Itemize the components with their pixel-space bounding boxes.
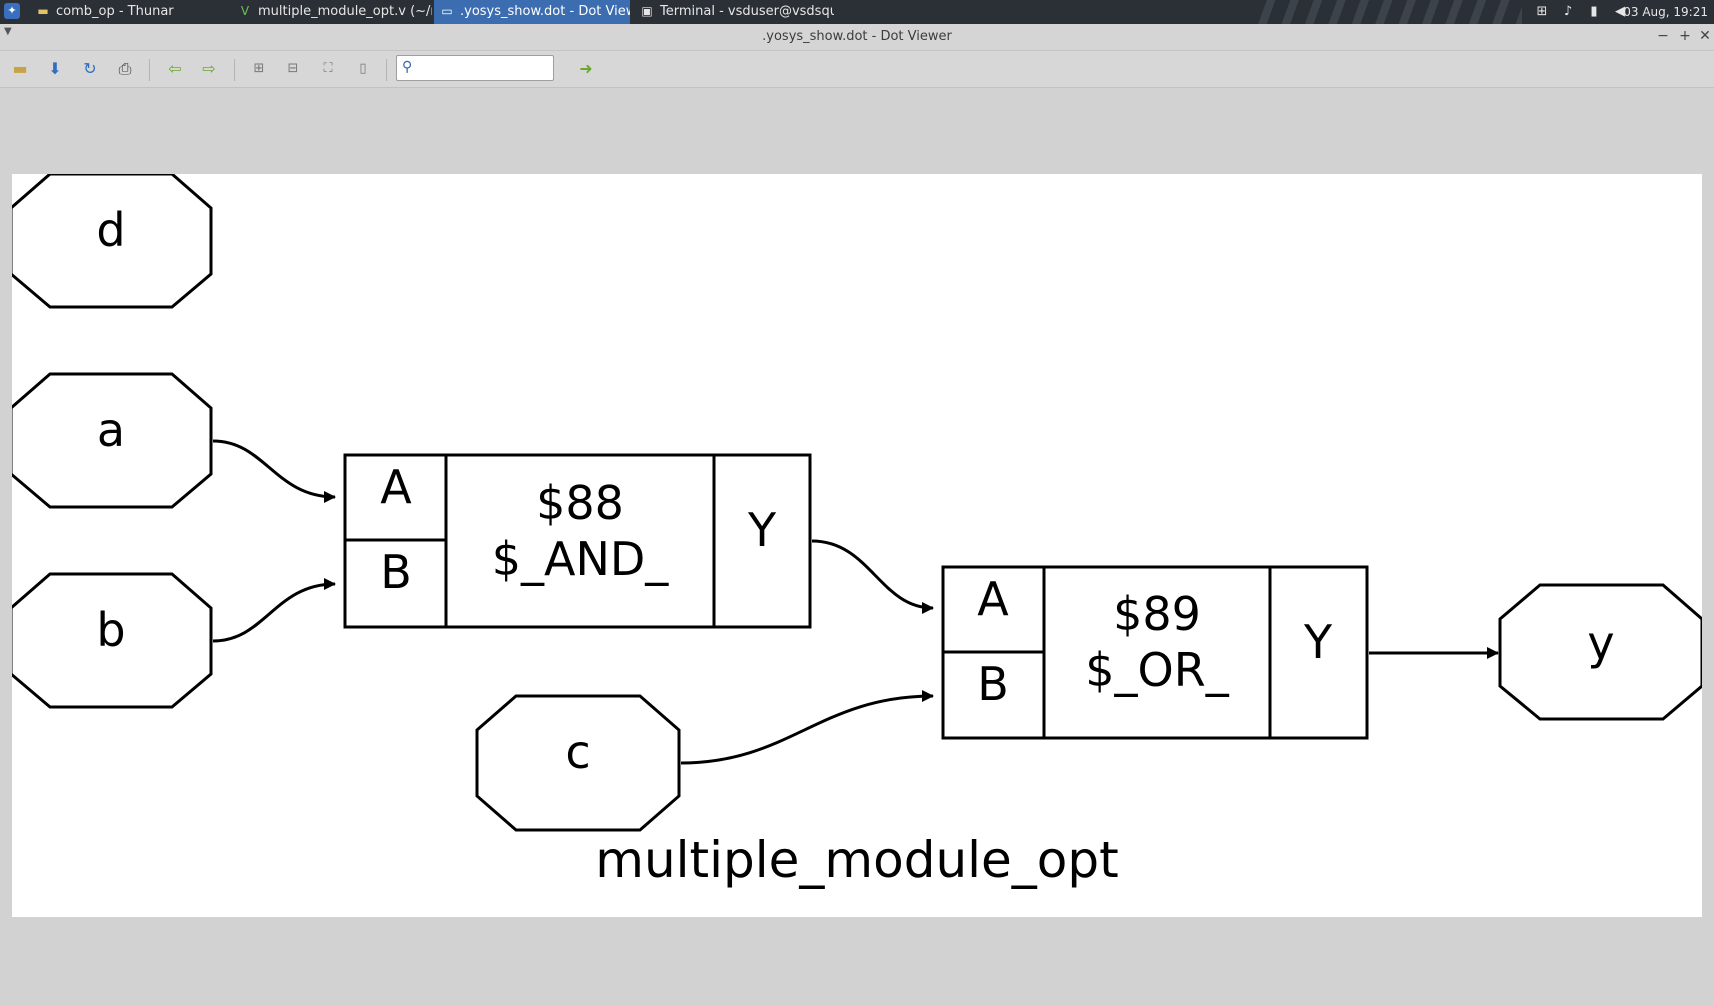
zoom-in-icon[interactable]: ⊞ (253, 61, 265, 76)
port-label-b: B (977, 657, 1009, 711)
find-next-icon[interactable]: ➜ (579, 59, 593, 78)
task-vim[interactable]: V multiple_module_opt.v (~/rtl... (232, 0, 432, 24)
task-label: comb_op - Thunar (56, 4, 174, 19)
input-node-a[interactable]: a (9, 372, 213, 509)
node-label: a (97, 403, 125, 457)
task-label: .yosys_show.dot - Dot Viewer (460, 4, 630, 19)
clock[interactable]: 03 Aug, 19:21 (1623, 5, 1708, 19)
port-label-y: Y (1303, 615, 1333, 669)
input-node-b[interactable]: b (9, 572, 213, 709)
graph-title: multiple_module_opt (595, 831, 1119, 889)
port-label-b: B (380, 545, 412, 599)
window-menu-icon[interactable]: ▼ (4, 26, 12, 37)
input-node-d[interactable]: d (9, 172, 213, 309)
output-node-y[interactable]: y (1498, 583, 1704, 721)
zoom-fit-icon[interactable]: ⛶ (323, 61, 333, 76)
edge-b-to-and-b (212, 578, 336, 643)
toolbar: ▬ ⬇ ↻ ⎙ ⇦ ⇨ ⊞ ⊟ ⛶ ▯ ⚲ ➜ (0, 51, 1714, 88)
task-thunar[interactable]: ▬ comb_op - Thunar (30, 0, 230, 24)
graph-svg: d a b c y A B $88 $_AND_ Y (9, 172, 1704, 889)
toolbar-separator (386, 59, 387, 81)
cell-type: $_OR_ (1085, 643, 1229, 697)
cell-id: $88 (536, 476, 624, 530)
search-field[interactable]: ⚲ (396, 55, 554, 81)
cell-type: $_AND_ (492, 532, 670, 586)
task-terminal[interactable]: ▣ Terminal - vsduser@vsdsqu... (634, 0, 834, 24)
task-dot-viewer[interactable]: ▭ .yosys_show.dot - Dot Viewer (434, 0, 630, 24)
forward-icon[interactable]: ⇨ (202, 59, 216, 78)
and-cell[interactable]: A B $88 $_AND_ Y (343, 453, 812, 629)
taskbar: ✦ ▬ comb_op - Thunar V multiple_module_o… (0, 0, 1714, 24)
zoom-100-icon[interactable]: ▯ (359, 61, 367, 76)
port-label-a: A (977, 572, 1009, 626)
toolbar-separator (234, 59, 235, 81)
edge-a-to-and-a (212, 439, 336, 503)
back-icon[interactable]: ⇦ (168, 59, 182, 78)
open-icon[interactable]: ▬ (12, 59, 28, 78)
task-label: Terminal - vsduser@vsdsqu... (660, 4, 834, 19)
edge-c-to-or-b (680, 690, 934, 765)
window-title: .yosys_show.dot - Dot Viewer (762, 29, 952, 44)
port-label-a: A (380, 460, 412, 514)
maximize-icon[interactable]: + (1679, 28, 1691, 44)
folder-icon: ▬ (37, 4, 49, 18)
graph-canvas[interactable]: d a b c y A B $88 $_AND_ Y (9, 172, 1704, 917)
node-label: y (1587, 616, 1614, 670)
input-node-c[interactable]: c (475, 694, 681, 832)
app-menu-icon[interactable]: ✦ (4, 3, 20, 19)
search-input[interactable] (421, 58, 553, 80)
window-titlebar[interactable]: ▼ .yosys_show.dot - Dot Viewer − + ✕ (0, 24, 1714, 51)
edge-and-y-to-or-a (811, 539, 934, 614)
zoom-out-icon[interactable]: ⊟ (287, 61, 299, 76)
port-label-y: Y (747, 503, 777, 557)
vim-icon: V (240, 4, 250, 18)
volume-icon[interactable]: ◀ (1615, 4, 1625, 19)
print-icon[interactable]: ⎙ (118, 59, 132, 78)
task-label: multiple_module_opt.v (~/rtl... (258, 4, 432, 19)
terminal-icon: ▣ (641, 4, 653, 18)
cell-id: $89 (1113, 587, 1201, 641)
toolbar-separator (149, 59, 150, 81)
minimize-icon[interactable]: − (1657, 28, 1669, 44)
node-label: d (96, 203, 125, 257)
close-icon[interactable]: ✕ (1699, 28, 1711, 44)
or-cell[interactable]: A B $89 $_OR_ Y (941, 565, 1369, 740)
network-icon[interactable]: ⊞ (1536, 4, 1548, 19)
node-label: c (565, 725, 590, 779)
notification-icon[interactable]: ♪ (1563, 4, 1573, 19)
taskbar-spacer (1252, 0, 1522, 24)
node-label: b (96, 603, 125, 657)
battery-icon[interactable]: ▮ (1590, 4, 1598, 19)
search-icon: ⚲ (402, 59, 413, 75)
reload-icon[interactable]: ↻ (83, 59, 97, 78)
window-icon: ▭ (441, 4, 453, 18)
save-icon[interactable]: ⬇ (48, 59, 62, 78)
